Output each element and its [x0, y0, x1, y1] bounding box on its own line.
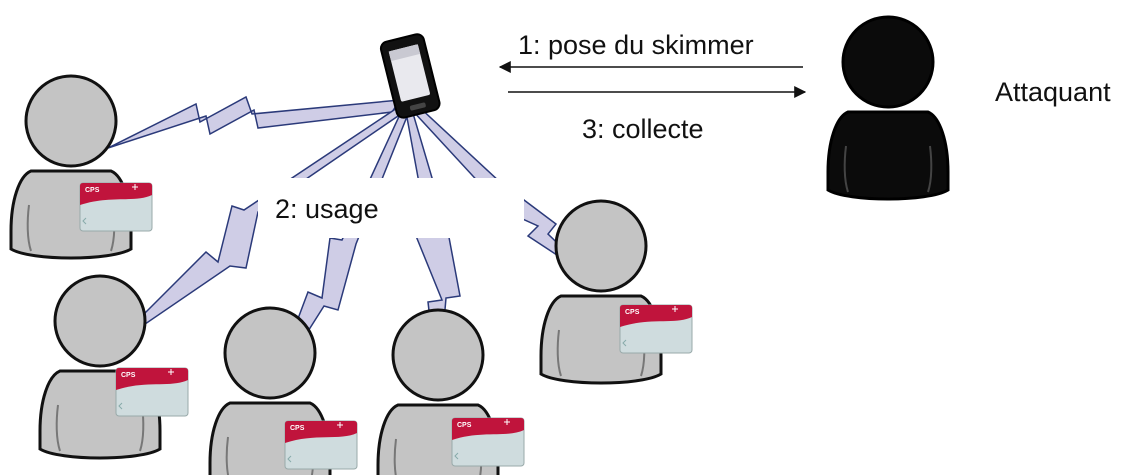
- user-1: CPS: [9, 74, 153, 260]
- cps-card-icon: CPS: [79, 182, 153, 232]
- cps-card-icon: CPS: [284, 420, 358, 470]
- usage-label-backdrop: [258, 178, 524, 238]
- step2-label: 2: usage: [275, 194, 379, 224]
- attacker-label: Attaquant: [995, 77, 1111, 107]
- step1-label: 1: pose du skimmer: [518, 30, 754, 60]
- user-person-icon: [38, 274, 162, 460]
- svg-text:CPS: CPS: [121, 372, 136, 379]
- cps-card-icon: CPS: [115, 367, 189, 417]
- user-3: CPS: [208, 306, 358, 475]
- user-2: CPS: [38, 274, 189, 460]
- svg-text:CPS: CPS: [457, 422, 472, 429]
- svg-text:CPS: CPS: [85, 187, 100, 194]
- cps-card-icon: CPS: [619, 304, 693, 354]
- user-4: CPS: [376, 308, 525, 475]
- cps-card-icon: CPS: [451, 417, 525, 467]
- svg-text:CPS: CPS: [290, 425, 305, 432]
- step3-label: 3: collecte: [582, 114, 704, 144]
- wireless-links: [107, 95, 599, 391]
- attacker-person-icon: [826, 15, 950, 201]
- skimmer-device-icon: [379, 33, 441, 119]
- svg-text:CPS: CPS: [625, 309, 640, 316]
- user-5: CPS: [539, 199, 693, 385]
- user-person-icon: [539, 199, 663, 385]
